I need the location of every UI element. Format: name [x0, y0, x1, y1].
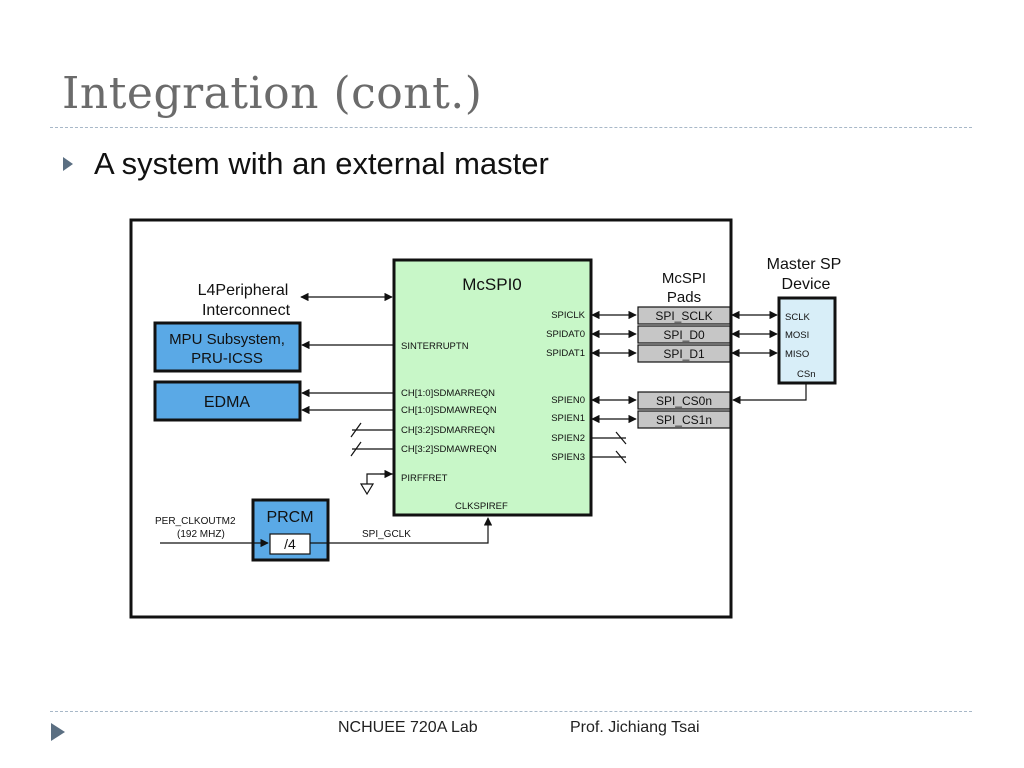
mpu-subsystem-label-line1: MPU Subsystem,: [169, 331, 285, 348]
pad-spi-cs0n: [637, 391, 731, 410]
per-clkout-label-line2: (192 MHZ): [177, 529, 225, 540]
sdma-label-3: CH[3:2]SDMARREQN: [401, 425, 495, 436]
bullet-item: A system with an external master: [62, 146, 549, 182]
mpu-subsystem-label-line2: PRU-ICSS: [191, 350, 263, 367]
sinterruptn-label: SINTERRUPTN: [401, 341, 469, 352]
per-clkout-label-line1: PER_CLKOUTM2: [155, 516, 236, 527]
divider-block: [269, 533, 311, 555]
spien1-label: SPIEN1: [551, 413, 585, 424]
slide-title: Integration (cont.): [62, 68, 483, 119]
bullet-arrow-icon: [62, 150, 88, 178]
master-csn-label: CSn: [797, 369, 815, 380]
edma-block: [153, 380, 302, 422]
master-sclk-label: SCLK: [785, 312, 810, 323]
mpu-subsystem-block: [153, 321, 302, 373]
spien2-unused-tick: [615, 431, 627, 445]
footer-lab-name: NCHUEE 720A Lab: [338, 719, 478, 736]
pirffret-label: PIRFFRET: [401, 473, 448, 484]
sdma-label-2: CH[1:0]SDMAWREQN: [401, 405, 497, 416]
prcm-label: PRCM: [266, 509, 313, 526]
title-divider: [50, 127, 972, 128]
pad-spi-d1-label: SPI_D1: [663, 347, 705, 361]
master-device-label-line2: Device: [782, 276, 831, 293]
spien3-unused-tick: [615, 450, 627, 464]
pad-spi-cs1n: [637, 410, 731, 429]
l4-interconnect-label-line2: Interconnect: [202, 302, 291, 319]
pad-spi-d0: [637, 325, 731, 344]
mcspi-pads-label-line2: Pads: [667, 289, 701, 306]
sdma-unused-tick-1: [350, 422, 362, 438]
spidat1-label: SPIDAT1: [546, 348, 585, 359]
divider-label: /4: [284, 536, 296, 552]
spi-gclk-wire: [310, 517, 493, 544]
edma-label: EDMA: [204, 394, 251, 411]
sdma-label-4: CH[3:2]SDMAWREQN: [401, 444, 497, 455]
prcm-block: [251, 498, 330, 562]
pad-spi-cs0n-label: SPI_CS0n: [656, 394, 712, 408]
sdma-label-1: CH[1:0]SDMARREQN: [401, 388, 495, 399]
pad-spi-d0-label: SPI_D0: [663, 328, 705, 342]
ground-symbol-icon: [359, 483, 375, 496]
mcspi0-block: [392, 258, 593, 517]
spien2-label: SPIEN2: [551, 433, 585, 444]
pad-spi-sclk-label: SPI_SCLK: [655, 309, 712, 323]
pad-spi-cs1n-label: SPI_CS1n: [656, 413, 712, 427]
footer-arrow-icon: [50, 722, 66, 747]
l4-interconnect-label-line1: L4Peripheral: [198, 282, 289, 299]
pad-spi-sclk: [637, 306, 731, 325]
footer-author: Prof. Jichiang Tsai: [570, 719, 700, 736]
csn-external-wire: [732, 384, 807, 405]
master-spi-device-block: [777, 296, 837, 385]
footer-divider: [50, 711, 972, 712]
bullet-text: A system with an external master: [94, 146, 549, 181]
master-device-label-line1: Master SP: [767, 256, 842, 273]
spidat0-label: SPIDAT0: [546, 329, 585, 340]
mcspi-pads-label-line1: McSPI: [662, 270, 706, 287]
spien3-label: SPIEN3: [551, 452, 585, 463]
pad-spi-d1: [637, 344, 731, 363]
spien0-label: SPIEN0: [551, 395, 585, 406]
clkspiref-label: CLKSPIREF: [455, 501, 508, 512]
mcspi0-label: McSPI0: [462, 275, 522, 294]
master-mosi-label: MOSI: [785, 330, 809, 341]
spi-gclk-label: SPI_GCLK: [362, 529, 411, 540]
master-miso-label: MISO: [785, 349, 809, 360]
sdma-unused-tick-2: [350, 441, 362, 457]
spiclk-label: SPICLK: [551, 310, 585, 321]
